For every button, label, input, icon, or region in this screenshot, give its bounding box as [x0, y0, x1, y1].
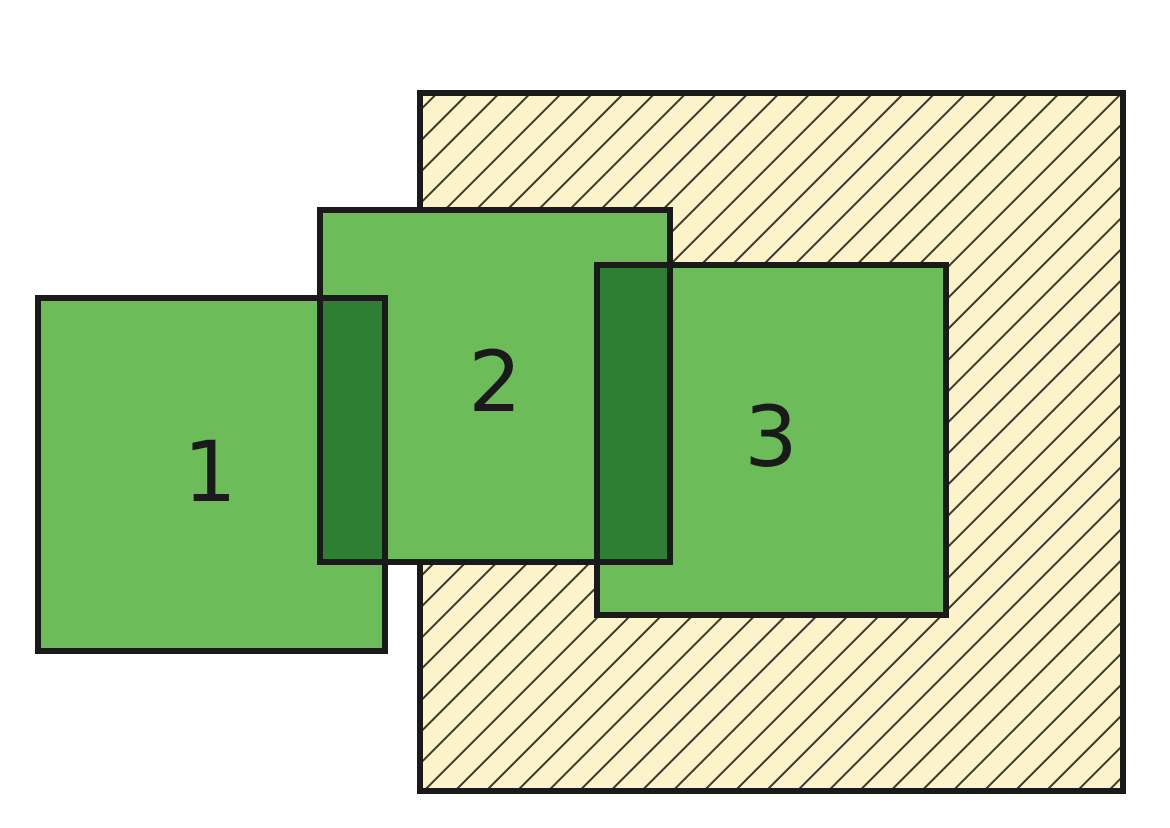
box-1-label: 1 — [183, 423, 236, 521]
overlap-2-3 — [594, 262, 673, 565]
box-2-label: 2 — [468, 333, 521, 431]
overlap-1-2 — [317, 295, 388, 565]
box-3-label: 3 — [744, 388, 797, 486]
